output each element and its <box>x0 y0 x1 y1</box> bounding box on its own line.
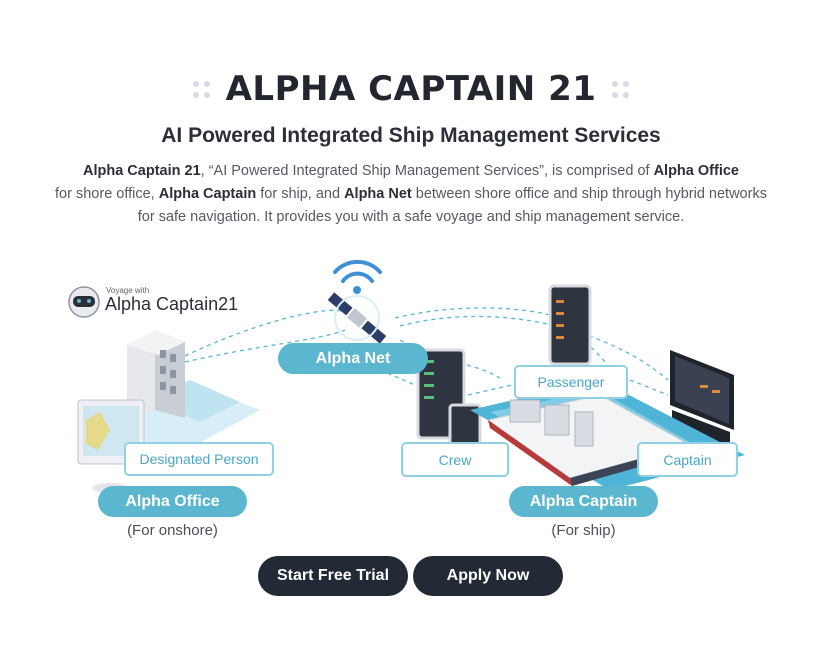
alpha-captain-label: Alpha Captain <box>509 486 658 517</box>
desc-text: for shore office, <box>55 186 159 202</box>
alpha-net-label: Alpha Net <box>278 343 428 374</box>
desc-text: between shore office and ship through hy… <box>411 186 767 202</box>
desc-bold-alpha-office: Alpha Office <box>653 163 739 179</box>
for-ship-caption: (For ship) <box>551 522 616 539</box>
desc-bold-alpha-captain: Alpha Captain <box>158 186 257 202</box>
alpha-office-label: Alpha Office <box>98 486 247 517</box>
start-free-trial-button[interactable]: Start Free Trial <box>258 556 408 596</box>
desc-bold-alpha-net: Alpha Net <box>344 186 412 202</box>
captain-tag: Captain <box>637 442 738 477</box>
description-line-2: for shore office, Alpha Captain for ship… <box>30 183 792 206</box>
page-title: ALPHA CAPTAIN 21 <box>225 69 597 109</box>
description: Alpha Captain 21, “AI Powered Integrated… <box>30 160 792 229</box>
page-subtitle: AI Powered Integrated Ship Management Se… <box>161 124 661 147</box>
desc-bold-alpha-captain-21: Alpha Captain 21 <box>83 163 201 179</box>
designated-person-tag: Designated Person <box>124 442 274 476</box>
description-line-1: Alpha Captain 21, “AI Powered Integrated… <box>30 160 792 183</box>
desc-text: , “AI Powered Integrated Ship Management… <box>200 163 654 179</box>
decorative-dots-icon <box>612 80 630 98</box>
decorative-dots-icon <box>192 80 210 98</box>
logo-name: Alpha Captain21 <box>105 294 239 314</box>
description-line-3: for safe navigation. It provides you wit… <box>137 209 685 225</box>
desc-text: for ship, and <box>256 186 345 202</box>
passenger-tag: Passenger <box>514 365 628 399</box>
logo-small-text: Voyage with <box>106 286 150 295</box>
apply-now-button[interactable]: Apply Now <box>413 556 563 596</box>
alpha-captain21-logo: Voyage with Alpha Captain21 <box>68 286 248 320</box>
for-onshore-caption: (For onshore) <box>127 522 218 539</box>
crew-tag: Crew <box>401 442 509 477</box>
title-row: ALPHA CAPTAIN 21 <box>0 66 822 112</box>
